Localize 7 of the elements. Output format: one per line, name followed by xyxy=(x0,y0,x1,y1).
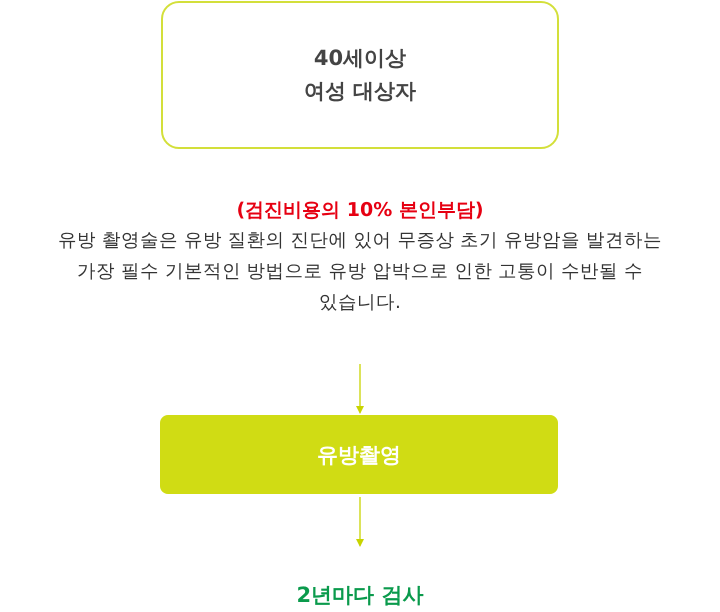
description-text: 유방 촬영술은 유방 질환의 진단에 있어 무증상 초기 유방암을 발견하는 가장 필수 기본적인 방법으로 유방 압박으로 인한 고통이 수반될 수 있습니다. xyxy=(57,228,663,314)
arrow xyxy=(356,364,364,414)
result-text: 2년마다 검사 xyxy=(296,582,424,609)
cost-note: (검진비용의 10% 본인부담) xyxy=(236,198,484,222)
target-box: 40세이상 여성 대상자 xyxy=(161,1,559,149)
arrow xyxy=(356,497,364,547)
process-box: 유방촬영 xyxy=(160,415,558,494)
